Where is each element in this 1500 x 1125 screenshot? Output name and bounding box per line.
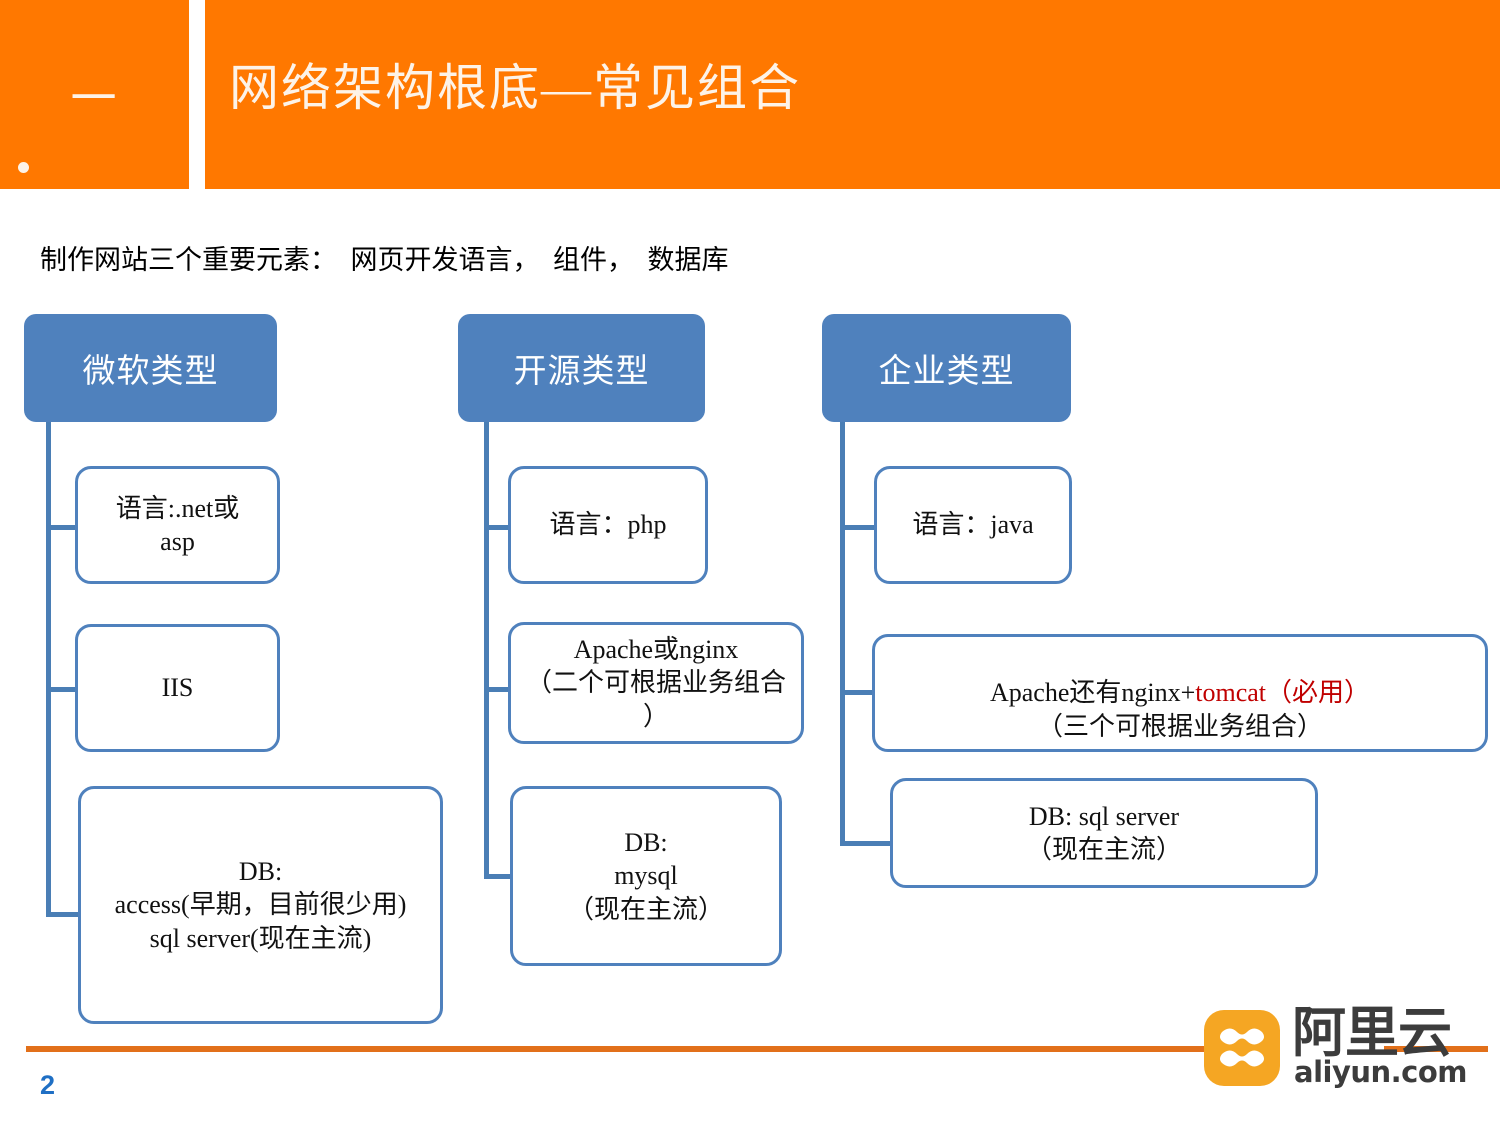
connector-branch-opensource-2 (484, 687, 516, 692)
aliyun-logo-cn: 阿里云 (1292, 1001, 1452, 1064)
column-head-opensource[interactable]: 开源类型 (458, 314, 705, 422)
connector-trunk-opensource (484, 422, 489, 879)
subtitle-text: 制作网站三个重要元素： 网页开发语言， 组件， 数据库 (40, 245, 729, 275)
column-head-microsoft[interactable]: 微软类型 (24, 314, 277, 422)
node-enterprise-language[interactable]: 语言：java (874, 466, 1072, 584)
connector-trunk-enterprise (840, 422, 845, 846)
aliyun-logo: 阿里云 aliyun.com (1204, 1001, 1492, 1090)
node-opensource-database[interactable]: DB: mysql （现在主流） (510, 786, 782, 966)
column-head-enterprise[interactable]: 企业类型 (822, 314, 1071, 422)
connector-branch-opensource-3 (484, 874, 516, 879)
node-enterprise-webserver[interactable]: Apache还有nginx+tomcat（必用） （三个可根据业务组合） (872, 634, 1488, 752)
header-bullet-dot (18, 162, 29, 173)
node-enterprise-webserver-prefix: Apache还有nginx+ (989, 678, 1196, 708)
header-number-panel: 一 (0, 0, 189, 189)
footer-rule-left (26, 1046, 1204, 1052)
column-head-microsoft-label: 微软类型 (82, 354, 219, 390)
footer-rule-right (1384, 1046, 1488, 1052)
header-title-panel: 网络架构根底—常见组合 (205, 0, 1500, 189)
page-title: 网络架构根底—常见组合 (229, 60, 801, 116)
connector-branch-enterprise-3 (840, 841, 890, 846)
node-enterprise-webserver-highlight: tomcat（必用） (1195, 678, 1371, 708)
page-number: 2 (40, 1070, 56, 1100)
connector-branch-microsoft-2 (46, 687, 82, 692)
aliyun-logo-en: aliyun.com (1294, 1055, 1468, 1089)
header-section-number: 一 (70, 72, 119, 124)
node-opensource-webserver[interactable]: Apache或nginx （二个可根据业务组合 ） (508, 622, 804, 744)
connector-branch-opensource-1 (484, 525, 516, 530)
node-enterprise-database[interactable]: DB: sql server （现在主流） (890, 778, 1318, 888)
node-opensource-language[interactable]: 语言：php (508, 466, 708, 584)
node-microsoft-database[interactable]: DB: access(早期，目前很少用) sql server(现在主流) (78, 786, 443, 1024)
connector-branch-microsoft-1 (46, 525, 82, 530)
node-enterprise-webserver-suffix: （三个可根据业务组合） (1036, 711, 1323, 741)
node-microsoft-language[interactable]: 语言:.net或 asp (75, 466, 280, 584)
aliyun-logo-mark-icon (1204, 1010, 1280, 1086)
connector-trunk-microsoft (46, 422, 51, 917)
column-head-opensource-label: 开源类型 (513, 354, 650, 390)
node-microsoft-webserver[interactable]: IIS (75, 624, 280, 752)
connector-branch-microsoft-3 (46, 912, 86, 917)
column-head-enterprise-label: 企业类型 (878, 354, 1015, 390)
connector-branch-enterprise-2 (840, 690, 876, 695)
connector-branch-enterprise-1 (840, 525, 876, 530)
